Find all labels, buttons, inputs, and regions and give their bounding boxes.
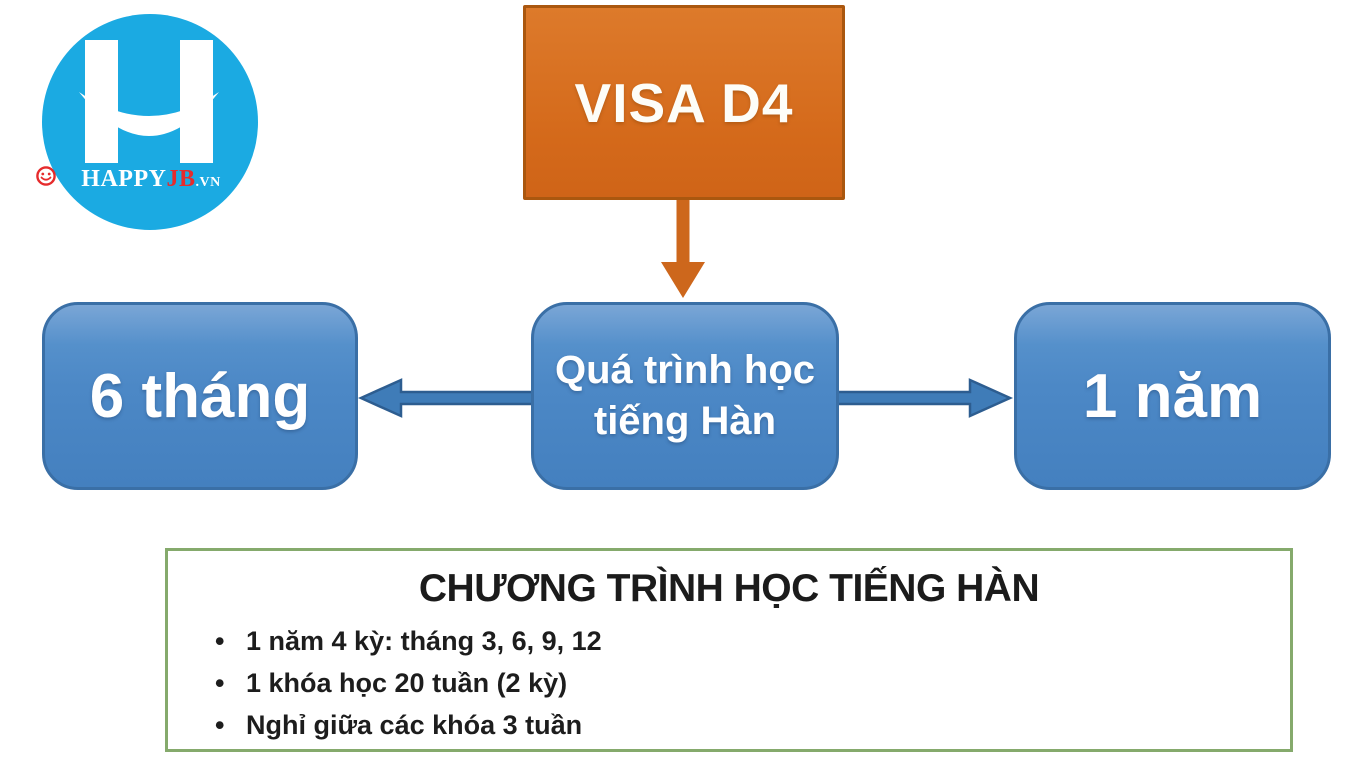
wordmark-happy: HAPPY xyxy=(81,166,167,192)
visa-d4-box: VISA D4 xyxy=(523,5,845,200)
happyjob-h-icon xyxy=(42,14,258,230)
arrow-left-icon xyxy=(357,378,535,418)
wordmark-j: J xyxy=(166,166,179,192)
program-item-break: Nghỉ giữa các khóa 3 tuần xyxy=(215,704,1290,746)
duration-6-months-box: 6 tháng xyxy=(42,302,358,490)
wordmark-b: B xyxy=(178,166,196,192)
program-item-terms: 1 năm 4 kỳ: tháng 3, 6, 9, 12 xyxy=(215,620,1290,662)
visa-d4-label: VISA D4 xyxy=(574,71,794,134)
program-item-course-length: 1 khóa học 20 tuần (2 kỳ) xyxy=(215,662,1290,704)
smiley-face-icon xyxy=(36,166,56,186)
wordmark-tld: .VN xyxy=(195,175,221,190)
program-bullet-list: 1 năm 4 kỳ: tháng 3, 6, 9, 12 1 khóa học… xyxy=(168,620,1290,746)
duration-6-months-label: 6 tháng xyxy=(89,361,311,431)
program-title: CHƯƠNG TRÌNH HỌC TIẾNG HÀN xyxy=(418,567,1040,610)
arrow-down-icon xyxy=(661,200,705,298)
korean-study-process-box: Quá trình học tiếng Hàn xyxy=(531,302,839,490)
korean-study-process-label: Quá trình học tiếng Hàn xyxy=(555,347,815,443)
arrow-right-icon xyxy=(835,378,1014,418)
duration-1-year-box: 1 năm xyxy=(1014,302,1331,490)
program-details-panel: CHƯƠNG TRÌNH HỌC TIẾNG HÀN 1 năm 4 kỳ: t… xyxy=(165,548,1293,752)
duration-1-year-label: 1 năm xyxy=(1082,361,1263,431)
